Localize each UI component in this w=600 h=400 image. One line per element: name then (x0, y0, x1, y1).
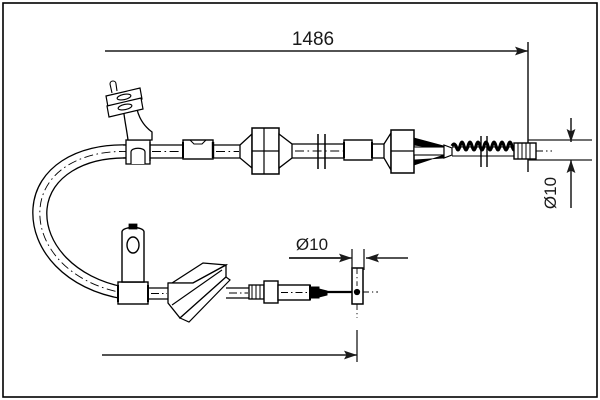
stop-plate-hole (353, 288, 361, 296)
large-coupling-nut (239, 127, 293, 175)
end-housing (383, 129, 453, 174)
label-diameter-right: Ø10 (541, 177, 560, 209)
plate-lower-edge (178, 276, 231, 323)
sleeve-body (182, 139, 214, 160)
cable-segment-lower-3 (226, 287, 249, 299)
cable-outer-edge-top (32, 144, 129, 300)
sleeve-fitting-1 (182, 139, 215, 160)
dimension-diameter-right (528, 118, 592, 208)
cable-inner-edge-bottom (46, 157, 129, 288)
flat-tapered-plate (167, 262, 231, 323)
small-sleeve (343, 139, 373, 161)
cable-u-bend (32, 144, 129, 300)
bracket-top-tab (128, 223, 138, 230)
cable-segment-3 (213, 144, 240, 159)
dimension-overall-length (105, 42, 529, 172)
spring-coils (450, 140, 518, 152)
lower-fittings (248, 280, 352, 304)
cable-centerline (39, 151, 129, 294)
threaded-end-fitting (513, 142, 552, 160)
clamp-head (105, 80, 144, 118)
hex-nut (263, 280, 279, 304)
cable-segment-2 (149, 142, 183, 161)
cable-segment-lower-2 (148, 287, 168, 300)
coil-spring-section (450, 136, 518, 167)
lower-bracket-collar (117, 281, 149, 305)
bracket-eyelet (130, 147, 146, 164)
stop-plate-body (351, 267, 364, 305)
ferrule (309, 286, 320, 299)
plate-fold-line (171, 269, 223, 306)
cable-segment-5 (372, 143, 384, 159)
lower-bracket-plate (121, 226, 145, 283)
dimension-bottom (102, 330, 358, 362)
bracket-with-hole (117, 223, 149, 305)
break-mark (317, 134, 326, 169)
upper-branch-assembly (105, 80, 552, 175)
coupling-taper-left (239, 132, 253, 170)
label-overall-length: 1486 (292, 29, 334, 50)
lower-branch-assembly (117, 223, 378, 323)
mounting-bracket-clip (105, 80, 153, 165)
bracket-hole (126, 236, 140, 254)
label-diameter-lower: Ø10 (296, 235, 328, 254)
housing-lead-lower (413, 154, 445, 166)
coupling-taper-right (278, 132, 293, 170)
ferrule-taper (318, 288, 328, 298)
end-stop-plate (351, 267, 378, 318)
dimension-diameter-lower (289, 249, 408, 270)
clamp-tab (109, 80, 118, 94)
